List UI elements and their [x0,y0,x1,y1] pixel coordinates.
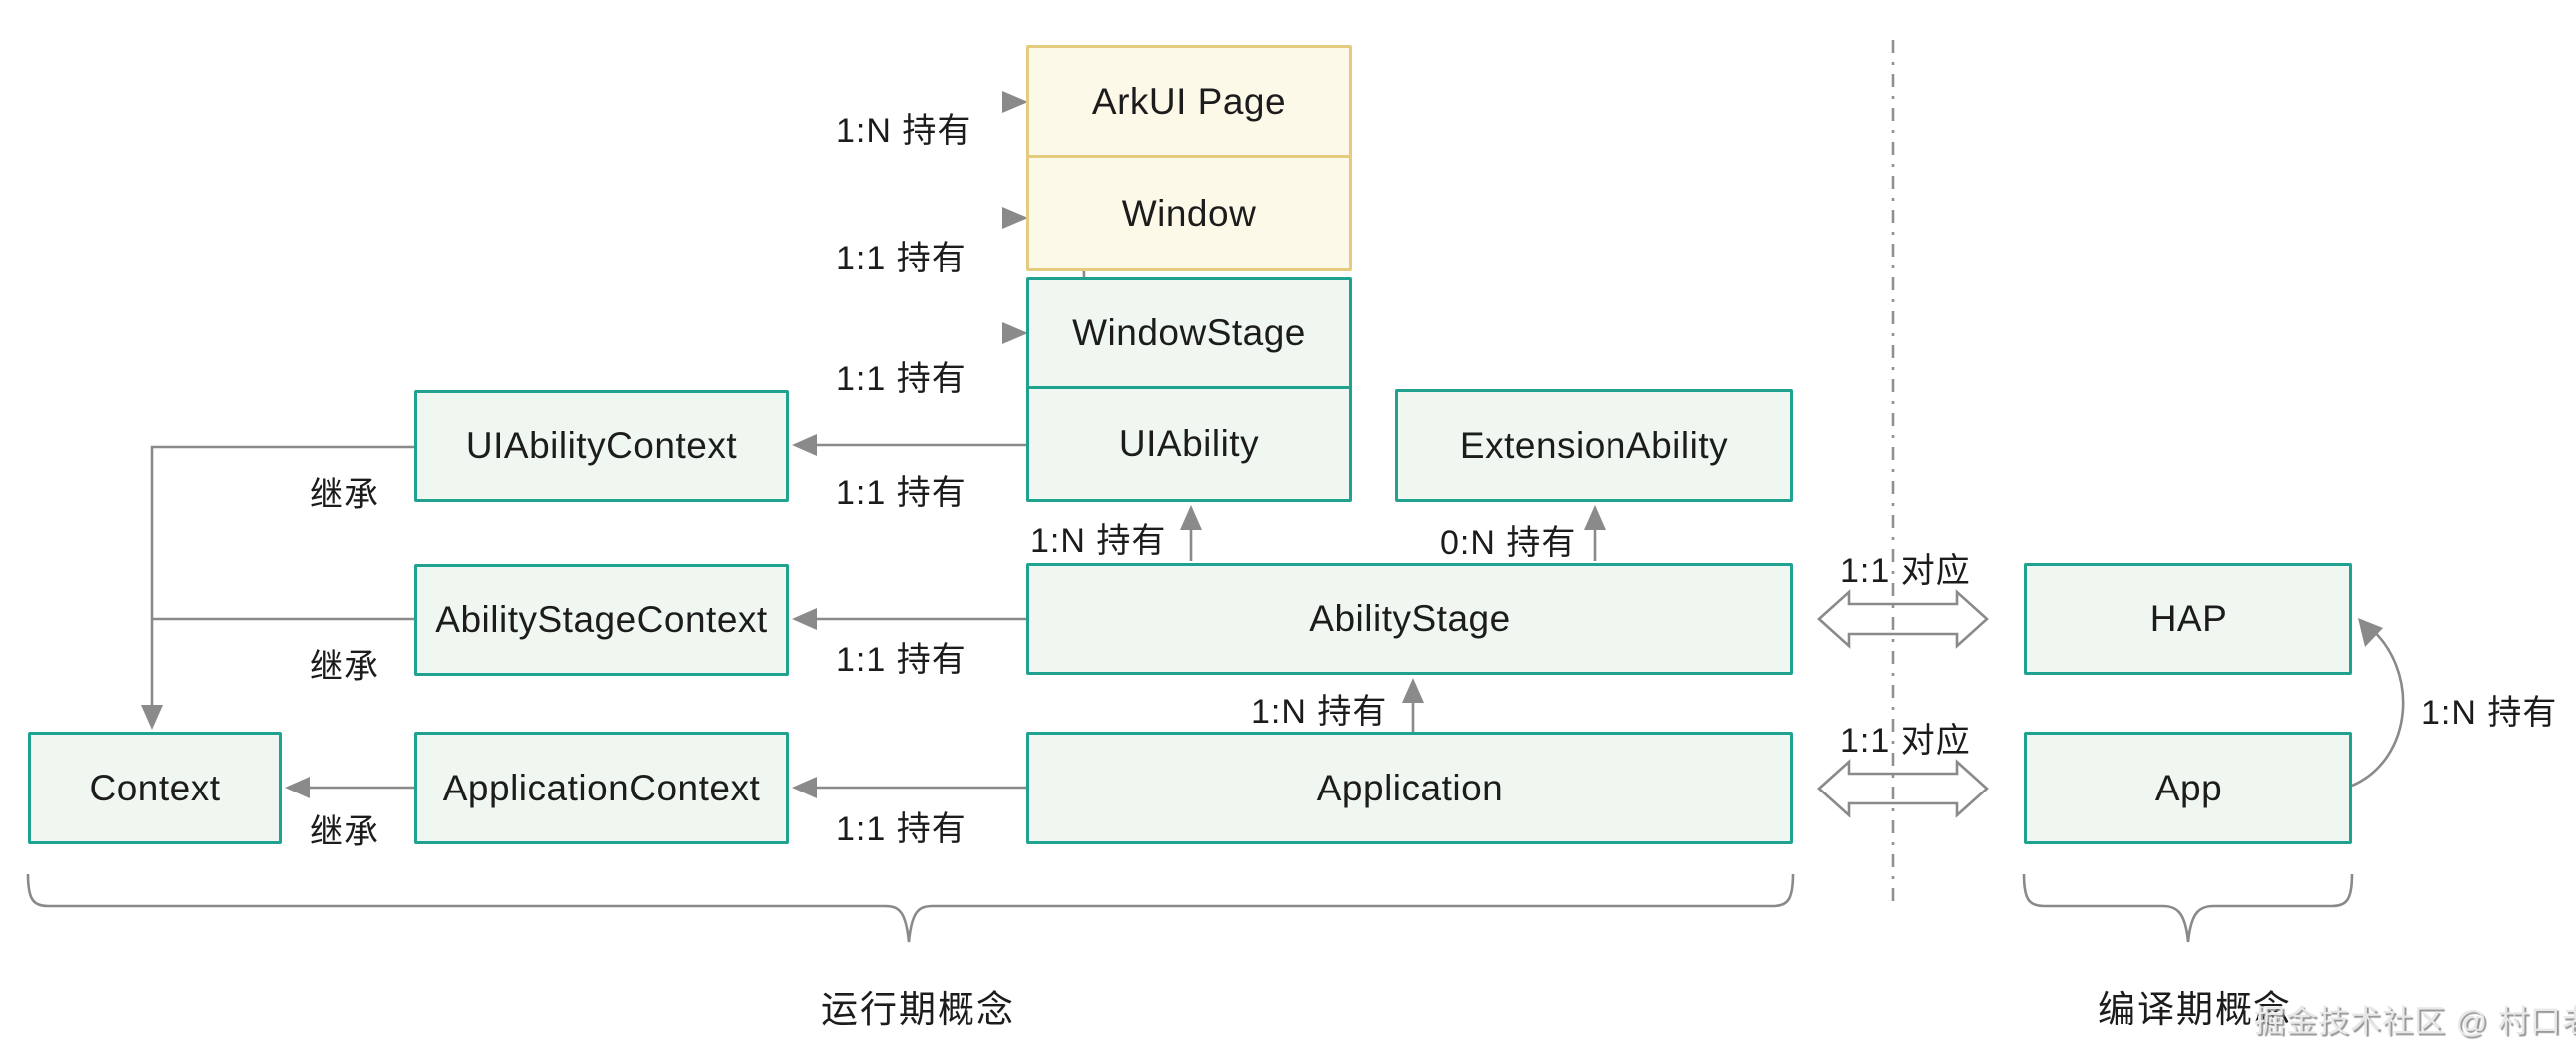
arrowhead-uiability-bottom [1180,505,1202,530]
arrowhead-arc-window [1002,207,1028,229]
arrowhead-arc-windowstage [1002,322,1028,344]
arrowhead-uiabilitycontext [792,434,817,456]
inherit-line-uiabilitycontext-to-context [150,445,414,707]
brace-runtime [26,873,1795,943]
arrowhead-abilitystagecontext [792,608,817,630]
arrowhead-context-right [285,777,310,798]
arrowhead-abilitystage-bottom [1402,678,1424,703]
brace-compile [2022,873,2354,943]
watermark: 掘金技术社区 @ 村口老王 [2254,1004,2576,1039]
arc-window-to-arkui-page [1025,100,1077,217]
arc-app-to-hap [2351,624,2405,788]
arrowhead-context-top [141,705,163,730]
double-arrow-stage-hap [1817,589,1989,649]
arrowhead-hap-right [2358,618,2383,647]
arc-uiability-to-windowstage [1025,331,1084,447]
arrowhead-applicationcontext [792,777,817,798]
arrowhead-arc-arkui-page [1002,91,1028,113]
arc-windowstage-to-window [1025,216,1086,335]
double-arrow-application-app [1817,759,1989,818]
arrowhead-extensionability-bottom [1584,505,1606,530]
